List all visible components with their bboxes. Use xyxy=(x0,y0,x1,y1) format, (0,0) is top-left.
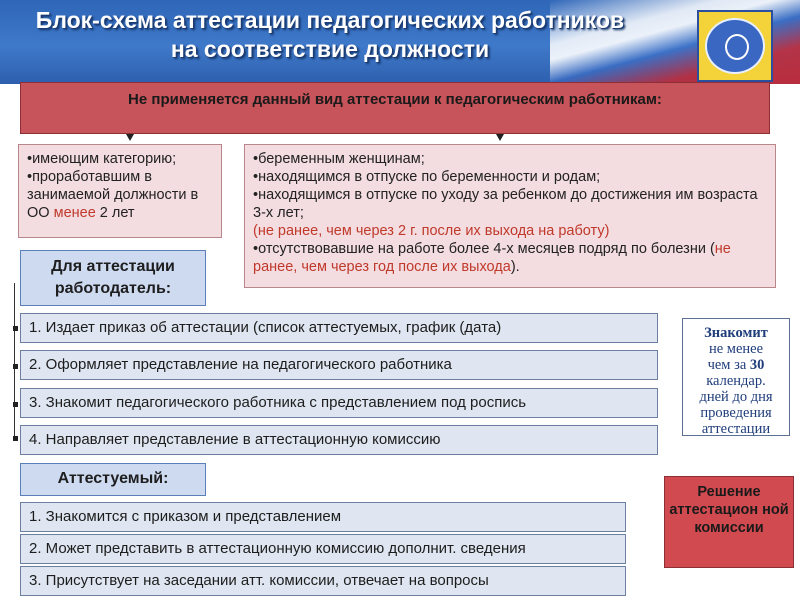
exclusion-list-left: •имеющим категорию; •проработавшим в зан… xyxy=(18,144,222,238)
employer-step-3: 3. Знакомит педагогического работника с … xyxy=(20,388,658,418)
attestee-heading: Аттестуемый: xyxy=(20,463,206,496)
list-item: •проработавшим в занимаемой должности в … xyxy=(27,169,199,221)
arrow-down-icon xyxy=(496,134,504,141)
page-title: Блок-схема аттестации педагогических раб… xyxy=(0,6,660,64)
list-item-note: (не ранее, чем через 2 г. после их выход… xyxy=(253,223,610,239)
title-line-2: на соответствие должности xyxy=(170,36,490,62)
list-item: •отсутствовавшие на работе более 4-х мес… xyxy=(253,241,731,275)
bullet-icon xyxy=(13,364,18,369)
employer-step-4: 4. Направляет представление в аттестацио… xyxy=(20,425,658,455)
attestee-step-3: 3. Присутствует на заседании атт. комисс… xyxy=(20,566,626,596)
school-emblem-icon xyxy=(697,10,773,82)
attestee-step-2: 2. Может представить в аттестационную ко… xyxy=(20,534,626,564)
commission-decision-box: Решение аттестацион ной комиссии xyxy=(664,476,794,568)
list-item: •находящимся в отпуске по уходу за ребен… xyxy=(253,187,758,221)
connector-line xyxy=(14,283,15,438)
exclusion-banner: Не применяется данный вид аттестации к п… xyxy=(20,82,770,134)
bullet-icon xyxy=(13,436,18,441)
attestee-step-1: 1. Знакомится с приказом и представление… xyxy=(20,502,626,532)
notice-period-note: Знакомит не менее чем за 30 календар. дн… xyxy=(682,318,790,437)
exclusion-banner-text: Не применяется данный вид аттестации к п… xyxy=(128,91,662,108)
bullet-icon xyxy=(13,326,18,331)
employer-step-2: 2. Оформляет представление на педагогиче… xyxy=(20,350,658,380)
title-line-1: Блок-схема аттестации педагогических раб… xyxy=(35,7,625,33)
employer-heading: Для аттестации работодатель: xyxy=(20,250,206,306)
arrow-down-icon xyxy=(126,134,134,141)
bullet-icon xyxy=(13,402,18,407)
list-item: •беременным женщинам; xyxy=(253,151,425,167)
exclusion-list-right: •беременным женщинам; •находящимся в отп… xyxy=(244,144,776,288)
list-item: •имеющим категорию; xyxy=(27,151,177,167)
list-item: •находящимся в отпуске по беременности и… xyxy=(253,169,601,185)
employer-step-1: 1. Издает приказ об аттестации (список а… xyxy=(20,313,658,343)
header: Блок-схема аттестации педагогических раб… xyxy=(0,0,800,84)
